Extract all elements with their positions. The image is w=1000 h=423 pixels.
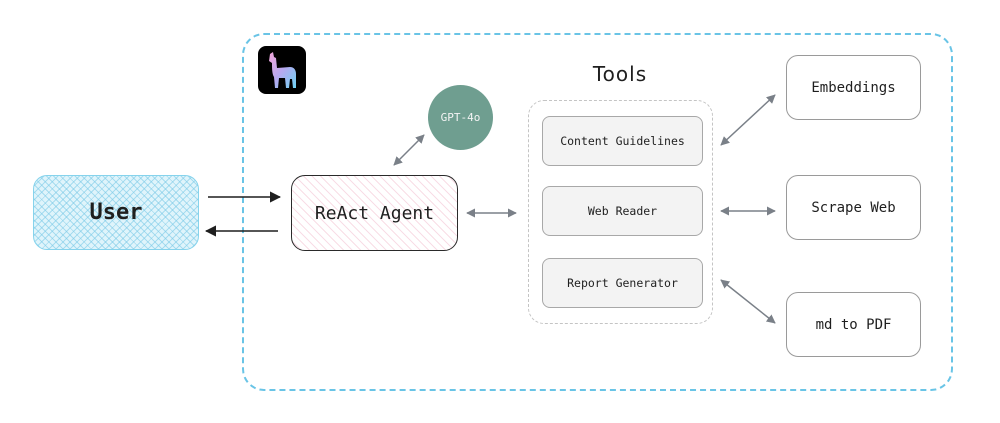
- react-agent-node: ReAct Agent: [291, 175, 458, 251]
- llm-node: GPT-4o: [428, 85, 493, 150]
- service-embeddings: Embeddings: [786, 55, 921, 120]
- llm-label: GPT-4o: [440, 111, 481, 124]
- user-node: User: [33, 175, 199, 250]
- llama-logo-icon: [258, 46, 306, 94]
- tools-group: [528, 100, 713, 324]
- service-label: Embeddings: [811, 79, 896, 96]
- service-label: md to PDF: [815, 316, 892, 333]
- service-md-to-pdf: md to PDF: [786, 292, 921, 357]
- tool-content-guidelines: Content Guidelines: [542, 116, 703, 166]
- tools-title: Tools: [592, 62, 648, 86]
- tool-web-reader: Web Reader: [542, 186, 703, 236]
- tool-label: Report Generator: [567, 276, 678, 290]
- user-label: User: [89, 200, 143, 225]
- service-label: Scrape Web: [811, 199, 896, 216]
- system-boundary: [242, 33, 953, 391]
- tool-report-generator: Report Generator: [542, 258, 703, 308]
- tool-label: Content Guidelines: [560, 134, 685, 148]
- service-scrape-web: Scrape Web: [786, 175, 921, 240]
- agent-label: ReAct Agent: [314, 202, 435, 224]
- tool-label: Web Reader: [587, 204, 658, 218]
